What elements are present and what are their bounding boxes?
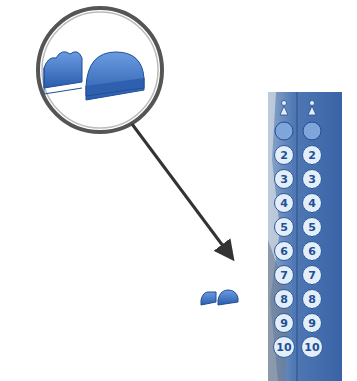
track-space: 3 xyxy=(302,169,322,189)
track-number: 6 xyxy=(308,246,316,257)
track-number: 4 xyxy=(280,198,288,209)
track-space: 5 xyxy=(302,217,322,237)
track-number: 10 xyxy=(304,342,319,353)
magnifier xyxy=(38,8,162,132)
track-number: 10 xyxy=(276,342,291,353)
track-number: 3 xyxy=(308,174,316,185)
track-space: 2 xyxy=(302,145,322,165)
track-space: 5 xyxy=(274,217,294,237)
track-space: 8 xyxy=(274,289,294,309)
track-number: 5 xyxy=(280,222,288,233)
track-number: 9 xyxy=(308,318,316,329)
track-number: 4 xyxy=(308,198,316,209)
pointer-arrow xyxy=(132,124,232,258)
track-space: 8 xyxy=(302,289,322,309)
track-number: 8 xyxy=(308,294,316,305)
score-track xyxy=(268,92,342,381)
track-number: 2 xyxy=(280,150,288,161)
small-tokens xyxy=(201,290,238,305)
track-space: 6 xyxy=(302,241,322,261)
track-number: 2 xyxy=(308,150,316,161)
track-number: 8 xyxy=(280,294,288,305)
track-space: 9 xyxy=(302,313,322,333)
track-space: 9 xyxy=(274,313,294,333)
track-space: 6 xyxy=(274,241,294,261)
track-number: 6 xyxy=(280,246,288,257)
track-number: 3 xyxy=(280,174,288,185)
track-number: 7 xyxy=(280,270,288,281)
track-space: 4 xyxy=(302,193,322,213)
track-space: 2 xyxy=(274,145,294,165)
track-number: 9 xyxy=(280,318,288,329)
track-space: 10 xyxy=(273,336,295,358)
track-space: 3 xyxy=(274,169,294,189)
track-number: 5 xyxy=(308,222,316,233)
track-space: 7 xyxy=(274,265,294,285)
track-space: 4 xyxy=(274,193,294,213)
track-space: 7 xyxy=(302,265,322,285)
track-space: 10 xyxy=(301,336,323,358)
track-number: 7 xyxy=(308,270,316,281)
